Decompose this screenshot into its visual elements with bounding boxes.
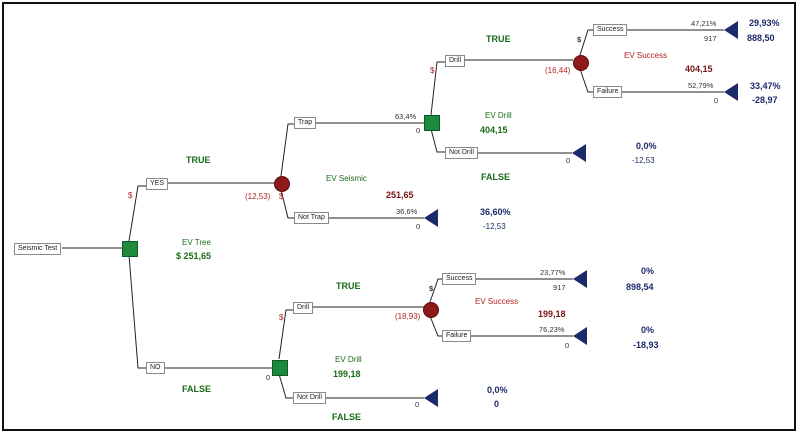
success-a-value: 888,50 bbox=[747, 33, 775, 43]
drill-a-dollar: $ bbox=[430, 66, 435, 75]
failure-b-prob: 76,23% bbox=[539, 325, 565, 334]
success-a-payoff: (16,44) bbox=[545, 66, 571, 75]
ev-drill-a-value: 404,15 bbox=[480, 125, 508, 135]
success-b-value: 898,54 bbox=[626, 282, 654, 292]
ev-success-b-value: 199,18 bbox=[538, 309, 566, 319]
ev-drill-b-value: 199,18 bbox=[333, 369, 361, 379]
drill-b-bool: TRUE bbox=[336, 281, 361, 291]
ev-success-a-label: EV Success bbox=[624, 51, 668, 60]
ev-tree-label: EV Tree bbox=[182, 238, 211, 247]
branch-label-failure-a[interactable]: Failure bbox=[593, 86, 623, 98]
not-trap-zero: 0 bbox=[416, 222, 421, 231]
success-a-pct: 29,93% bbox=[749, 18, 780, 28]
branch-label-failure-b[interactable]: Failure bbox=[442, 330, 472, 342]
decision-node-root[interactable] bbox=[122, 241, 138, 257]
success-a-917: 917 bbox=[704, 34, 717, 43]
chance-node-success-a[interactable] bbox=[573, 55, 589, 71]
yes-dollar: $ bbox=[128, 191, 133, 200]
root-label[interactable]: Seismic Test bbox=[14, 243, 62, 255]
ev-seismic-label: EV Seismic bbox=[326, 174, 367, 183]
terminal-success-a-icon bbox=[724, 21, 738, 39]
success-a-prob: 47,21% bbox=[691, 19, 717, 28]
trap-zero: 0 bbox=[416, 126, 421, 135]
branch-label-not-drill-a[interactable]: Not Drill bbox=[445, 147, 478, 159]
terminal-notdrill-b-icon bbox=[424, 389, 438, 407]
terminal-success-b-icon bbox=[573, 270, 587, 288]
not-trap-prob: 36,6% bbox=[396, 207, 418, 216]
not-trap-pct: 36,60% bbox=[480, 207, 511, 217]
terminal-failure-b-icon bbox=[573, 327, 587, 345]
decision-node-drill-b[interactable] bbox=[272, 360, 288, 376]
success-b-payoff: (18,93) bbox=[395, 312, 421, 321]
branch-label-drill-a[interactable]: Drill bbox=[445, 55, 466, 67]
drill-b-dollar: $ bbox=[279, 313, 284, 322]
ev-success-b-label: EV Success bbox=[475, 297, 519, 306]
drill-a-bool: TRUE bbox=[486, 34, 511, 44]
ev-drill-b-label: EV Drill bbox=[335, 355, 362, 364]
no-bool: FALSE bbox=[182, 384, 212, 394]
success-b-prob: 23,77% bbox=[540, 268, 566, 277]
branch-label-trap[interactable]: Trap bbox=[294, 117, 317, 129]
ev-success-a-value: 404,15 bbox=[685, 64, 713, 74]
chance-node-seismic[interactable] bbox=[274, 176, 290, 192]
trap-prob: 63,4% bbox=[395, 112, 417, 121]
ev-drill-a-label: EV Drill bbox=[485, 111, 512, 120]
not-drill-a-value: -12,53 bbox=[632, 156, 655, 165]
not-drill-b-pct: 0,0% bbox=[487, 385, 508, 395]
not-drill-a-bool: FALSE bbox=[481, 172, 511, 182]
not-trap-value: -12,53 bbox=[483, 222, 506, 231]
diagram-frame bbox=[2, 2, 796, 431]
success-a-dollar: $ bbox=[577, 35, 582, 44]
decision-node-drill-a[interactable] bbox=[424, 115, 440, 131]
terminal-failure-a-icon bbox=[724, 83, 738, 101]
terminal-nottrap-icon bbox=[424, 209, 438, 227]
ev-seismic-value: 251,65 bbox=[386, 190, 414, 200]
failure-b-zero: 0 bbox=[565, 341, 570, 350]
not-drill-b-value: 0 bbox=[494, 399, 500, 409]
branch-label-no[interactable]: NO bbox=[146, 362, 165, 374]
branch-label-success-a[interactable]: Success bbox=[593, 24, 628, 36]
not-drill-a-zero: 0 bbox=[566, 156, 571, 165]
terminal-notdrill-a-icon bbox=[572, 144, 586, 162]
failure-a-prob: 52,79% bbox=[688, 81, 714, 90]
branch-label-not-drill-b[interactable]: Not Drill bbox=[293, 392, 326, 404]
seismic-dollar: $ bbox=[279, 192, 284, 201]
not-drill-a-pct: 0,0% bbox=[636, 141, 657, 151]
not-drill-b-zero: 0 bbox=[415, 400, 420, 409]
success-b-pct: 0% bbox=[641, 266, 655, 276]
not-drill-b-bool: FALSE bbox=[332, 412, 362, 422]
chance-node-success-b[interactable] bbox=[423, 302, 439, 318]
failure-a-pct: 33,47% bbox=[750, 81, 781, 91]
failure-b-pct: 0% bbox=[641, 325, 655, 335]
seismic-payoff: (12,53) bbox=[245, 192, 271, 201]
failure-b-value: -18,93 bbox=[633, 340, 659, 350]
ev-tree-value: $ 251,65 bbox=[176, 251, 212, 261]
no-zero: 0 bbox=[266, 373, 271, 382]
success-b-dollar: $ bbox=[429, 284, 434, 293]
branch-label-not-trap[interactable]: Not Trap bbox=[294, 212, 329, 224]
failure-a-value: -28,97 bbox=[752, 95, 778, 105]
branch-label-success-b[interactable]: Success bbox=[442, 273, 477, 285]
branch-label-yes[interactable]: YES bbox=[146, 178, 169, 190]
failure-a-zero: 0 bbox=[714, 96, 719, 105]
yes-bool: TRUE bbox=[186, 155, 211, 165]
branch-label-drill-b[interactable]: Drill bbox=[293, 302, 314, 314]
success-b-917: 917 bbox=[553, 283, 566, 292]
